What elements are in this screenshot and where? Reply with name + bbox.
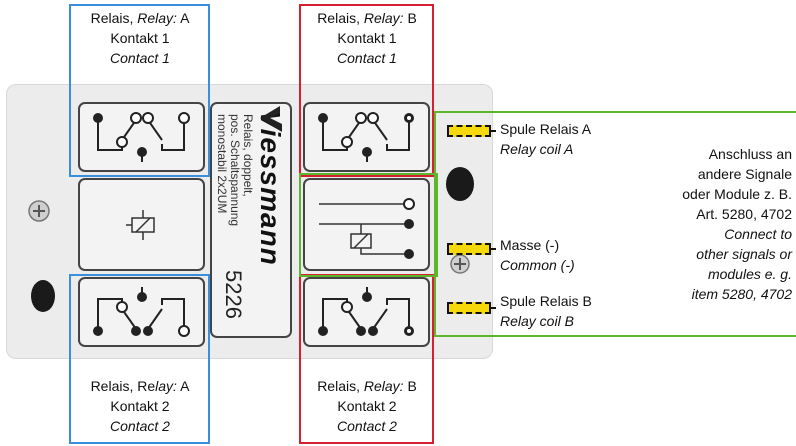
model-number: 5226 <box>221 270 246 319</box>
brand-logo-icon <box>260 106 282 132</box>
relay-a-contact-1-cell <box>78 102 205 172</box>
relay-line: Relais, Relay: B <box>317 10 417 26</box>
note-line-de: andere Signale <box>697 166 792 182</box>
common-en: Common (-) <box>500 257 575 273</box>
common-label: Masse (-) Common (-) <box>500 235 575 275</box>
relay-line: Relais, Relay: A <box>90 10 190 26</box>
terminal-coil-a <box>447 125 491 137</box>
relay-line: Relais, Relay: B <box>317 378 417 394</box>
relay-b-contact-1-outline <box>299 4 434 177</box>
note-line-de: oder Module z. B. <box>682 186 792 202</box>
changeover-contact-icon <box>318 287 414 336</box>
contact-de: Kontakt 2 <box>337 398 397 414</box>
mounting-hole-icon <box>446 167 474 201</box>
note-line-de: Anschluss an <box>708 146 792 162</box>
lead-line <box>490 130 496 132</box>
relay-coil-icon <box>126 210 155 240</box>
relay-b-contact-1-cell <box>303 102 430 172</box>
contact-de: Kontakt 1 <box>110 30 170 46</box>
note-line-en: other signals or <box>696 246 792 262</box>
relay-b-contact-2-cell <box>303 277 430 347</box>
brand-panel: Viessmann Relais, doppelt, pos. Schaltsp… <box>210 102 292 338</box>
connection-note: Anschluss an andere Signale oder Module … <box>620 144 792 304</box>
coil-b-en: Relay coil B <box>500 313 574 329</box>
relay-a-contact-2-label: Relais, Relay: A Kontakt 2 Contact 2 <box>72 376 208 436</box>
coil-a-de: Spule Relais A <box>500 121 592 137</box>
screw-icon <box>28 200 50 222</box>
device-description: Relais, doppelt, pos. Schaltspannung mon… <box>215 114 255 227</box>
changeover-contact-icon <box>93 287 190 337</box>
coil-b-label: Spule Relais B Relay coil B <box>500 291 592 331</box>
mounting-hole-icon <box>31 280 55 312</box>
lead-line <box>490 307 496 309</box>
terminal-coil-b <box>447 302 491 314</box>
note-line-en: modules e. g. <box>707 266 792 282</box>
changeover-contact-icon <box>93 112 190 162</box>
coil-a-en: Relay coil A <box>500 141 574 157</box>
connection-outline <box>434 111 796 337</box>
coil-a-label: Spule Relais A Relay coil A <box>500 119 591 159</box>
description-line: Relais, doppelt, <box>241 114 255 197</box>
contact-de: Kontakt 2 <box>110 398 170 414</box>
relay-a-contact-2-cell <box>78 277 205 347</box>
changeover-contact-icon <box>318 112 414 162</box>
coil-b-de: Spule Relais B <box>500 293 592 309</box>
common-de: Masse (-) <box>500 237 560 253</box>
relay-b-contact-1-label: Relais, Relay: B Kontakt 1 Contact 1 <box>301 8 433 68</box>
contact-de: Kontakt 1 <box>337 30 397 46</box>
screw-icon <box>450 254 470 274</box>
contact-en: Contact 1 <box>110 50 170 66</box>
lead-line <box>490 248 496 250</box>
relay-a-contact-1-outline <box>69 4 210 177</box>
description-line: monostabil 2x2UM <box>215 114 229 214</box>
note-line-en: item 5280, 4702 <box>691 286 792 302</box>
relay-coil-icon <box>319 198 415 259</box>
relay-line: Relais, Relay: A <box>90 378 190 394</box>
relay-a-coil-cell <box>78 178 205 271</box>
description-line: pos. Schaltspannung <box>228 114 242 227</box>
contact-en: Contact 2 <box>110 418 170 434</box>
relay-b-contact-2-label: Relais, Relay: B Kontakt 2 Contact 2 <box>301 376 433 436</box>
note-line-en: Connect to <box>724 226 792 242</box>
note-line-de: Art. 5280, 4702 <box>696 206 792 222</box>
connection-outline-inner <box>299 173 438 277</box>
relay-a-contact-2-outline <box>69 274 210 444</box>
contact-en: Contact 2 <box>337 418 397 434</box>
relay-a-contact-1-label: Relais, Relay: A Kontakt 1 Contact 1 <box>72 8 208 68</box>
relay-b-coil-cell <box>303 178 430 271</box>
terminal-common <box>447 243 491 255</box>
contact-en: Contact 1 <box>337 50 397 66</box>
